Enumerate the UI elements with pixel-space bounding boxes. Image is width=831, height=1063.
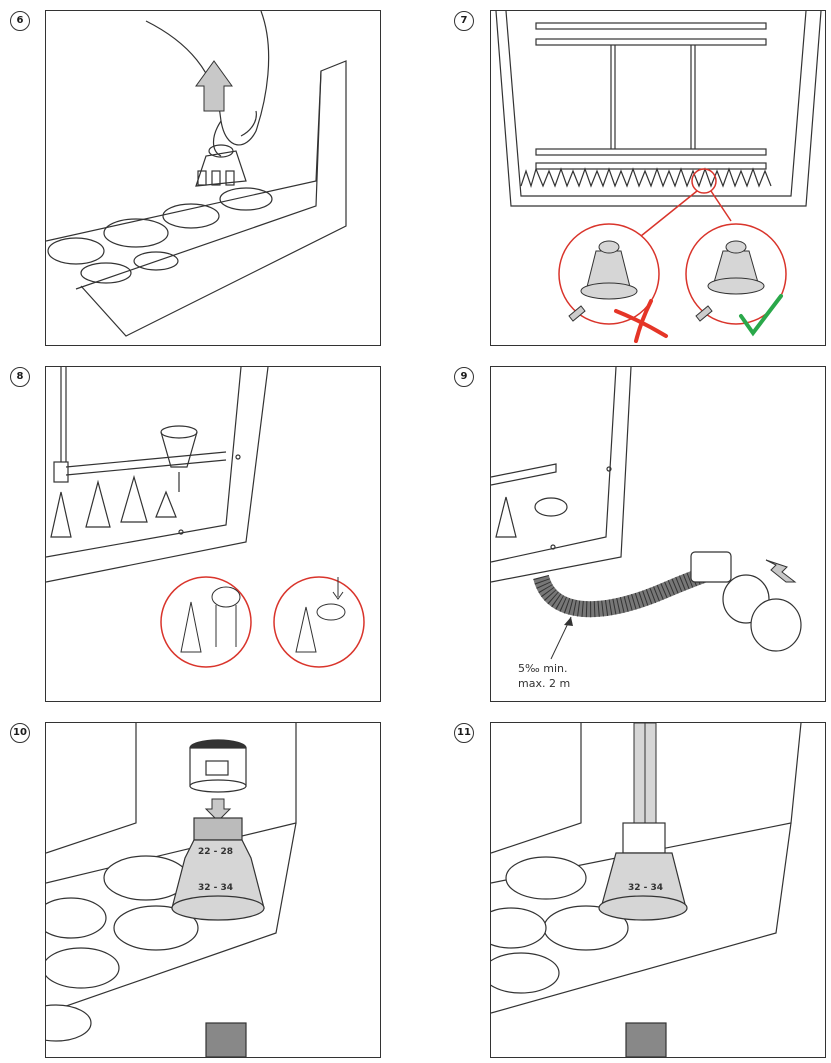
hose-length-label: max. 2 m — [518, 677, 571, 690]
step-7-illustration — [495, 11, 822, 343]
step-9-illustration — [491, 367, 802, 660]
step-7-panel — [490, 10, 826, 346]
step-8-number: 8 — [10, 367, 30, 387]
step-11-panel: 32 - 34 — [490, 722, 826, 1058]
step-7-number: 7 — [454, 11, 474, 31]
step-10-panel: 22 - 28 32 - 34 — [45, 722, 381, 1058]
step-6-panel — [45, 10, 381, 346]
step-6-illustration — [46, 11, 347, 337]
step-8-panel — [45, 366, 381, 702]
step-6-number: 6 — [10, 11, 30, 31]
hose-slope-label: 5‰ min. — [518, 662, 568, 675]
step-11-illustration — [491, 723, 802, 1057]
step-9-number: 9 — [454, 367, 474, 387]
step-10-number: 10 — [10, 723, 30, 743]
reducer-size-small: 22 - 28 — [198, 847, 234, 857]
step-11-number: 11 — [454, 723, 474, 743]
step-10-illustration — [46, 723, 297, 1057]
reducer-size-large: 32 - 34 — [198, 883, 234, 893]
reducer-size: 32 - 34 — [628, 883, 664, 893]
step-9-panel: 5‰ min. max. 2 m — [490, 366, 826, 702]
step-8-illustration — [46, 367, 365, 668]
